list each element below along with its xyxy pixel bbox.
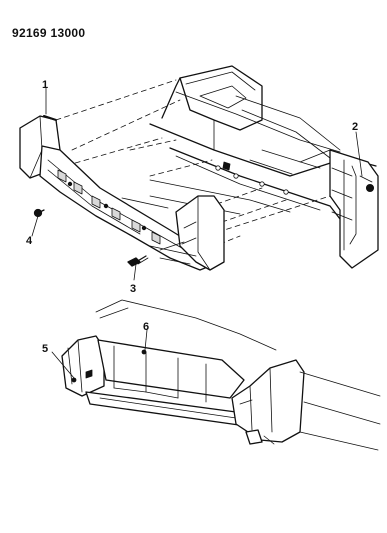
callout-4: 4	[26, 235, 33, 247]
alignment-phantom-lines	[55, 79, 331, 245]
callout-6: 6	[143, 321, 149, 333]
diagram-reference-number: 92169 13000	[12, 26, 86, 40]
fastener-item-3	[127, 255, 149, 267]
callout-5: 5	[42, 343, 48, 355]
callout-1: 1	[42, 79, 48, 91]
callout-2: 2	[352, 121, 358, 133]
callout-3: 3	[130, 283, 136, 295]
fastener-item-4	[33, 208, 45, 218]
lower-bumper-assembly	[61, 299, 381, 451]
callout-leaders	[31, 87, 363, 379]
bumper-fascia-support	[19, 115, 225, 271]
